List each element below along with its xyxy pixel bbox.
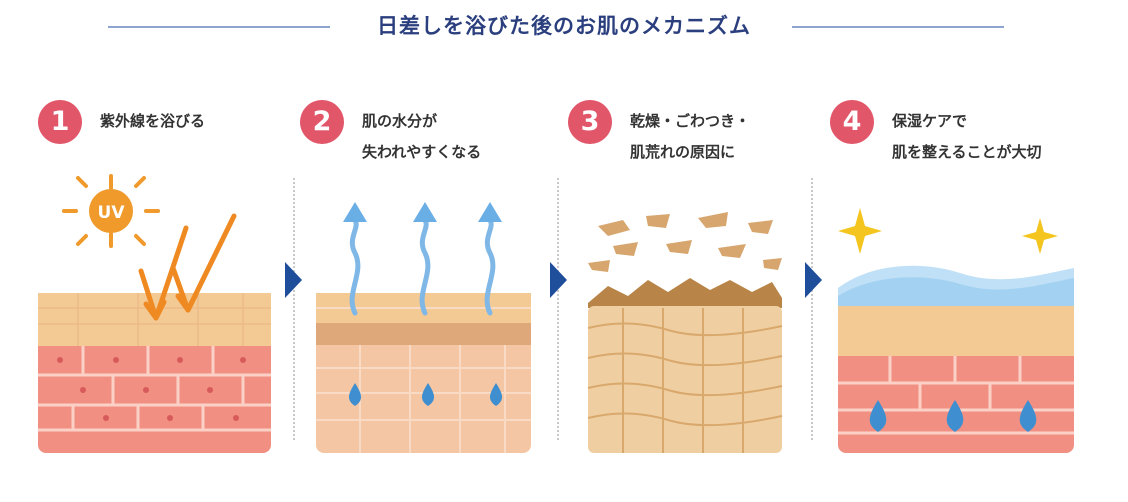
- uv-ray-arrows: [138, 213, 237, 321]
- caption-line: 肌を整えることが大切: [892, 143, 1042, 161]
- step-1: 1 紫外線を浴びる UV: [38, 100, 298, 460]
- caption-line: 乾燥・ごわつき・: [630, 112, 751, 130]
- caption-line: 紫外線を浴びる: [100, 112, 206, 130]
- skin-illustration-dry: [587, 212, 783, 453]
- step-2: 2 肌の水分が 失われやすくなる: [300, 100, 560, 460]
- caption-line: 失われやすくなる: [362, 143, 482, 161]
- next-arrow-icon: [285, 262, 302, 298]
- skin-illustration-moisture-loss: [316, 202, 531, 453]
- step-caption: 乾燥・ごわつき・ 肌荒れの原因に: [630, 106, 750, 168]
- step-caption: 保湿ケアで 肌を整えることが大切: [892, 106, 1042, 168]
- step-divider: [557, 178, 559, 440]
- skin-flakes: [588, 212, 782, 272]
- water-drop-icons: [869, 400, 1037, 432]
- step-3: 3 乾燥・ごわつき・ 肌荒れの原因に: [568, 100, 828, 460]
- water-drop-icons: [348, 383, 503, 406]
- title-line-right: [792, 26, 1004, 28]
- step-number-badge: 1: [38, 100, 82, 144]
- sparkle-icons: [838, 208, 1058, 254]
- page-title: 日差しを浴びた後のお肌のメカニズム: [377, 13, 751, 38]
- title-row: 日差しを浴びた後のお肌のメカニズム: [0, 0, 1128, 60]
- skin-illustration-uv: UV: [38, 174, 271, 453]
- step-4: 4 保湿ケアで 肌を整えることが大切: [830, 100, 1090, 460]
- step-number-badge: 4: [830, 100, 874, 144]
- step-caption: 肌の水分が 失われやすくなる: [362, 106, 481, 168]
- sun-icon: UV: [62, 174, 160, 248]
- caption-line: 肌の水分が: [362, 112, 438, 130]
- caption-line: 保湿ケアで: [892, 112, 968, 130]
- next-arrow-icon: [805, 262, 822, 298]
- step-number-badge: 2: [300, 100, 344, 144]
- step-number-badge: 3: [568, 100, 612, 144]
- step-caption: 紫外線を浴びる: [100, 106, 205, 137]
- title-line-left: [108, 26, 330, 28]
- uv-label: UV: [98, 203, 126, 223]
- next-arrow-icon: [550, 262, 567, 298]
- skin-illustration-moisturized: [838, 208, 1074, 453]
- evaporation-arrows: [349, 217, 496, 316]
- caption-line: 肌荒れの原因に: [630, 143, 736, 161]
- step-divider: [293, 178, 295, 440]
- step-divider: [811, 178, 813, 440]
